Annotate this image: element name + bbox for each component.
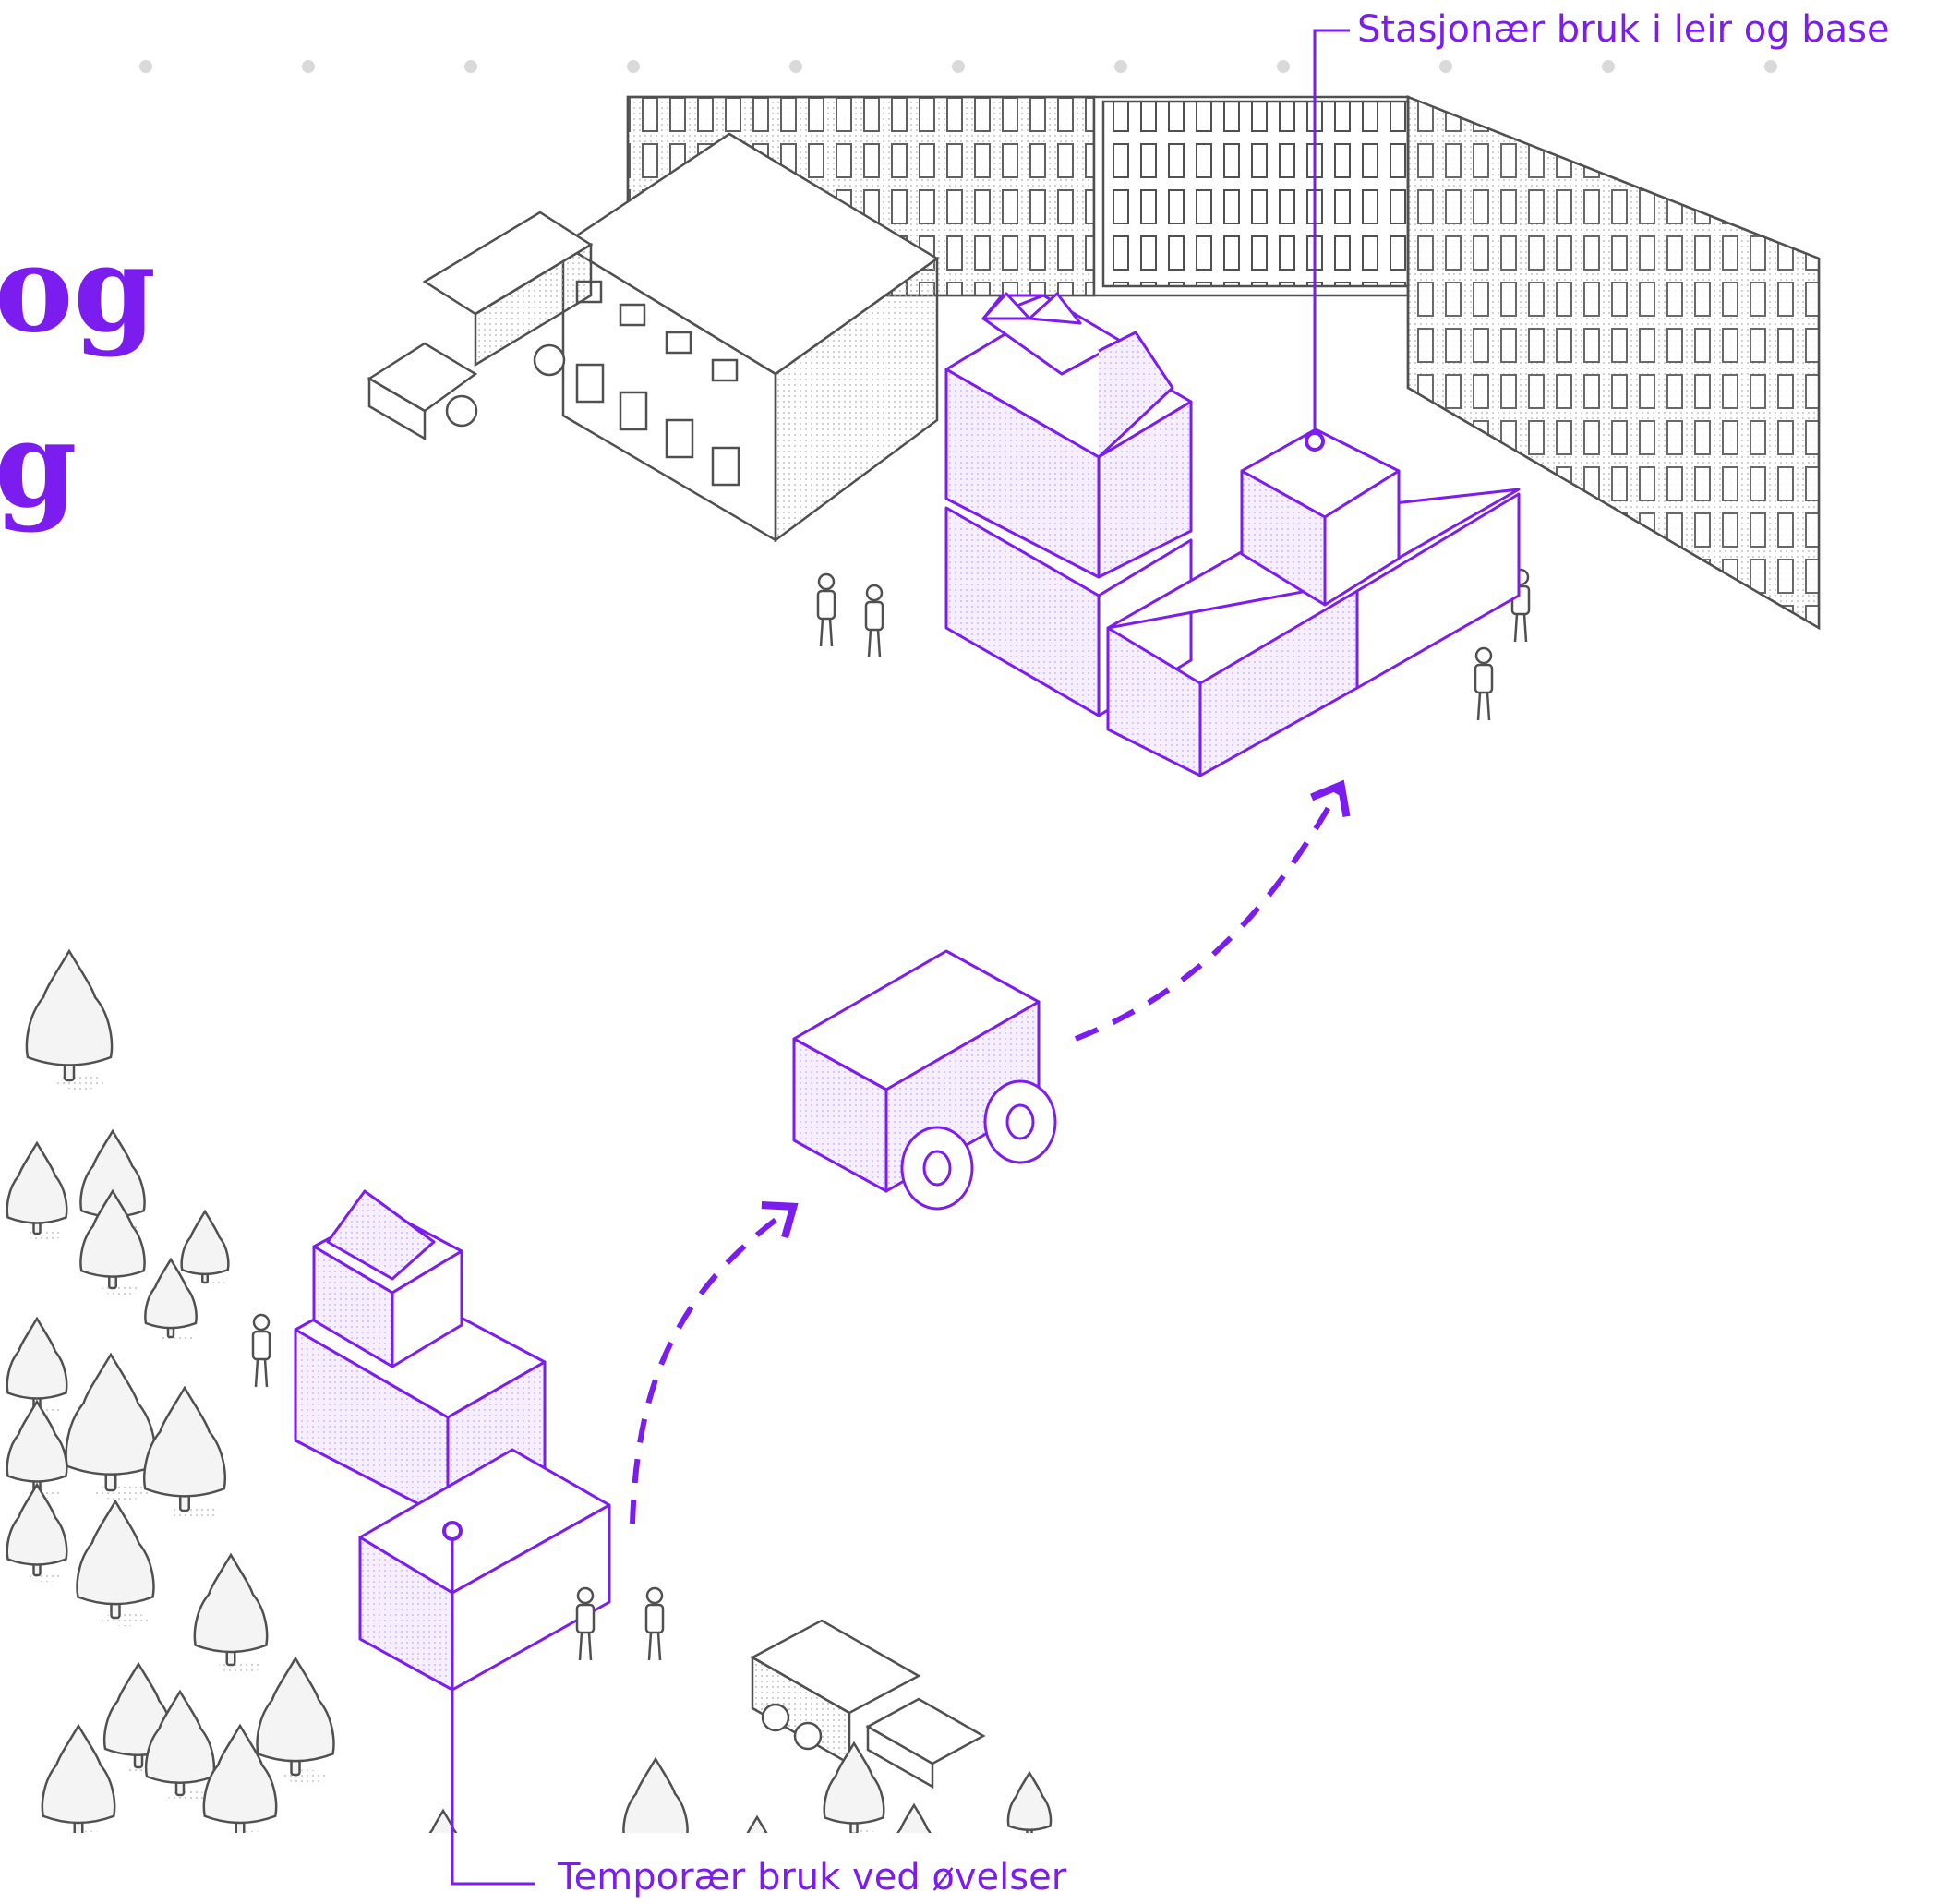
soldier-icon xyxy=(866,585,883,657)
pine-tree-icon xyxy=(1008,1773,1051,1842)
grid-dot xyxy=(464,60,477,73)
grid-dot xyxy=(302,60,315,73)
dashed-arrow-icon xyxy=(632,1210,789,1524)
grid-dot xyxy=(1764,60,1777,73)
mobile-module-vehicle xyxy=(794,951,1055,1209)
grid-dot xyxy=(627,60,640,73)
pine-tree-icon xyxy=(144,1388,224,1520)
pine-tree-icon xyxy=(7,1143,66,1240)
military-truck-icon xyxy=(369,212,591,439)
military-truck-bottom xyxy=(752,1621,983,1787)
callout-label-stationary: Stasjonær bruk i leir og base xyxy=(1357,11,1890,48)
pine-tree-icon xyxy=(78,1501,154,1626)
soldier-icon xyxy=(818,574,835,646)
callout-label-temporary: Temporær bruk ved øvelser xyxy=(558,1859,1066,1896)
pine-tree-icon xyxy=(27,951,112,1090)
grid-dot xyxy=(1439,60,1452,73)
grid-dot xyxy=(789,60,802,73)
title-fragment-line1: og xyxy=(0,231,156,349)
pine-tree-icon xyxy=(66,1355,156,1500)
pine-tree-icon xyxy=(824,1743,884,1840)
grid-dot xyxy=(1602,60,1615,73)
grid-dot xyxy=(139,60,152,73)
pine-tree-icon xyxy=(182,1211,229,1288)
anchor-ring-icon xyxy=(444,1523,461,1539)
grid-dot xyxy=(952,60,965,73)
title-fragment-line2: g xyxy=(0,406,78,524)
grid-dot xyxy=(1277,60,1290,73)
soldier-icon xyxy=(253,1315,270,1387)
dashed-arrow-icon xyxy=(1076,789,1339,1039)
soldier-icon xyxy=(646,1588,663,1660)
soldier-icon xyxy=(1475,648,1492,720)
pine-tree-icon xyxy=(195,1555,267,1672)
soldier-icon xyxy=(577,1588,594,1660)
grid-dot xyxy=(1114,60,1127,73)
anchor-ring-icon xyxy=(1306,433,1323,450)
pine-tree-icon xyxy=(7,1485,66,1582)
pine-tree-icon xyxy=(258,1658,334,1783)
